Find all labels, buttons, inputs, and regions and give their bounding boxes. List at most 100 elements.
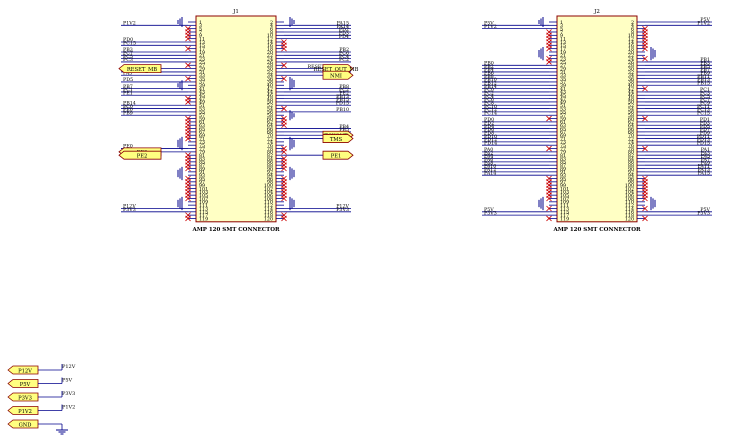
net-label: PB13 [697, 77, 710, 83]
no-connect-mark [281, 62, 287, 69]
net-label: PB14 [484, 84, 497, 90]
pin-number: 31 [560, 70, 566, 76]
pin-number: 100 [264, 183, 273, 189]
net-label: P1V2 [123, 21, 136, 27]
net-label: PD1 [700, 117, 710, 123]
off-page-label: P1V2 [18, 409, 32, 415]
net-label: PC5 [700, 94, 710, 100]
net-label: PC15 [123, 41, 136, 47]
pin-number: 113 [199, 206, 208, 212]
pin-number: 75 [560, 143, 566, 149]
off-page-label: NMI [330, 74, 342, 80]
pin-number: 108 [264, 196, 273, 202]
pin-number: 23 [560, 56, 566, 62]
pin-number: 30 [628, 66, 634, 72]
pin-number: 10 [267, 33, 273, 39]
net-label: PB4 [484, 67, 494, 73]
pin-number: 44 [628, 90, 634, 96]
net-label: PB13 [336, 94, 349, 100]
pin-number: 80 [267, 150, 273, 156]
net-label: PC2 [339, 57, 349, 63]
net-label: PB3 [700, 60, 710, 66]
no-connect-mark [281, 105, 287, 112]
pin-number: 120 [625, 216, 634, 222]
pin-number: 106 [264, 193, 273, 199]
pin-number: 13 [199, 40, 205, 46]
net-label: PD11 [697, 134, 710, 140]
pin-number: 107 [199, 196, 208, 202]
net-label: PB2 [484, 64, 494, 70]
no-connect-mark [642, 115, 648, 122]
net-label: PB7 [700, 67, 710, 73]
pin-number: 22 [628, 53, 634, 59]
net-label: PC9 [700, 100, 710, 106]
net-label: PA15 [337, 21, 349, 27]
pin-number: 97 [199, 180, 205, 186]
pin-number: 89 [199, 166, 205, 172]
pin-number: 1 [199, 20, 202, 26]
pin-number: 86 [267, 160, 273, 166]
net-label: PD10 [484, 134, 497, 140]
no-connect-mark [281, 215, 287, 222]
pin-number: 64 [267, 123, 273, 129]
pin-number: 4 [631, 23, 634, 29]
pin-number: 102 [264, 186, 273, 192]
pin-number: 103 [560, 190, 569, 196]
pin-number: 40 [267, 83, 273, 89]
pin-number: 7 [199, 30, 202, 36]
no-connect-mark [546, 215, 552, 222]
net-label: PC4 [484, 94, 494, 100]
net-label: PA14 [337, 24, 349, 30]
net-label: PB11 [697, 74, 710, 80]
pin-number: 14 [267, 40, 273, 46]
pin-number: 95 [199, 176, 205, 182]
net-label: PD2 [484, 120, 494, 126]
pin-number: 80 [628, 150, 634, 156]
pin-number: 106 [625, 193, 634, 199]
pin-number: 65 [560, 126, 566, 132]
pin-number: 86 [628, 160, 634, 166]
net-label: PB3 [123, 47, 133, 53]
pin-number: 46 [628, 93, 634, 99]
pin-number: 55 [560, 110, 566, 116]
pin-number: 68 [628, 130, 634, 136]
net-label: PD7 [700, 127, 710, 133]
pin-number: 110 [264, 200, 273, 206]
net-label: PD0 [123, 37, 133, 43]
pin-number: 8 [631, 30, 634, 36]
net-label: PB8 [484, 74, 494, 80]
pin-number: 77 [199, 146, 205, 152]
pin-number: 47 [199, 96, 205, 102]
net-label: PC8 [484, 100, 494, 106]
pin-number: 112 [264, 203, 273, 209]
no-connect-mark [185, 99, 191, 105]
pin-number: 12 [628, 36, 634, 42]
pin-number: 49 [560, 100, 566, 106]
net-label: PB14 [123, 100, 136, 106]
pin-number: 34 [267, 73, 273, 79]
pin-number: 119 [560, 216, 569, 222]
pin-number: 62 [267, 120, 273, 126]
pin-number: 31 [199, 70, 205, 76]
power-net-label: P3V3 [62, 391, 75, 397]
net-label: PC15 [697, 110, 710, 116]
pin-number: 37 [560, 80, 566, 86]
net-label: PA10 [484, 164, 496, 170]
off-page-label: P12V [18, 368, 32, 374]
off-page-connector [118, 150, 162, 160]
net-label: PE0 [123, 144, 133, 150]
net-label: PD5 [700, 124, 710, 130]
net-label: PA3 [701, 150, 710, 156]
net-label: P1V2 [484, 24, 497, 30]
pin-number: 96 [628, 176, 634, 182]
pin-number: 60 [267, 116, 273, 122]
pin-number: 46 [267, 93, 273, 99]
no-connect-mark [546, 145, 552, 152]
pin-number: 45 [199, 93, 205, 99]
net-label: PC2 [484, 90, 494, 96]
pin-number: 28 [628, 63, 634, 69]
pin-number: 83 [199, 156, 205, 162]
off-page-label: P3V3 [18, 395, 32, 401]
pin-number: 18 [267, 46, 273, 52]
